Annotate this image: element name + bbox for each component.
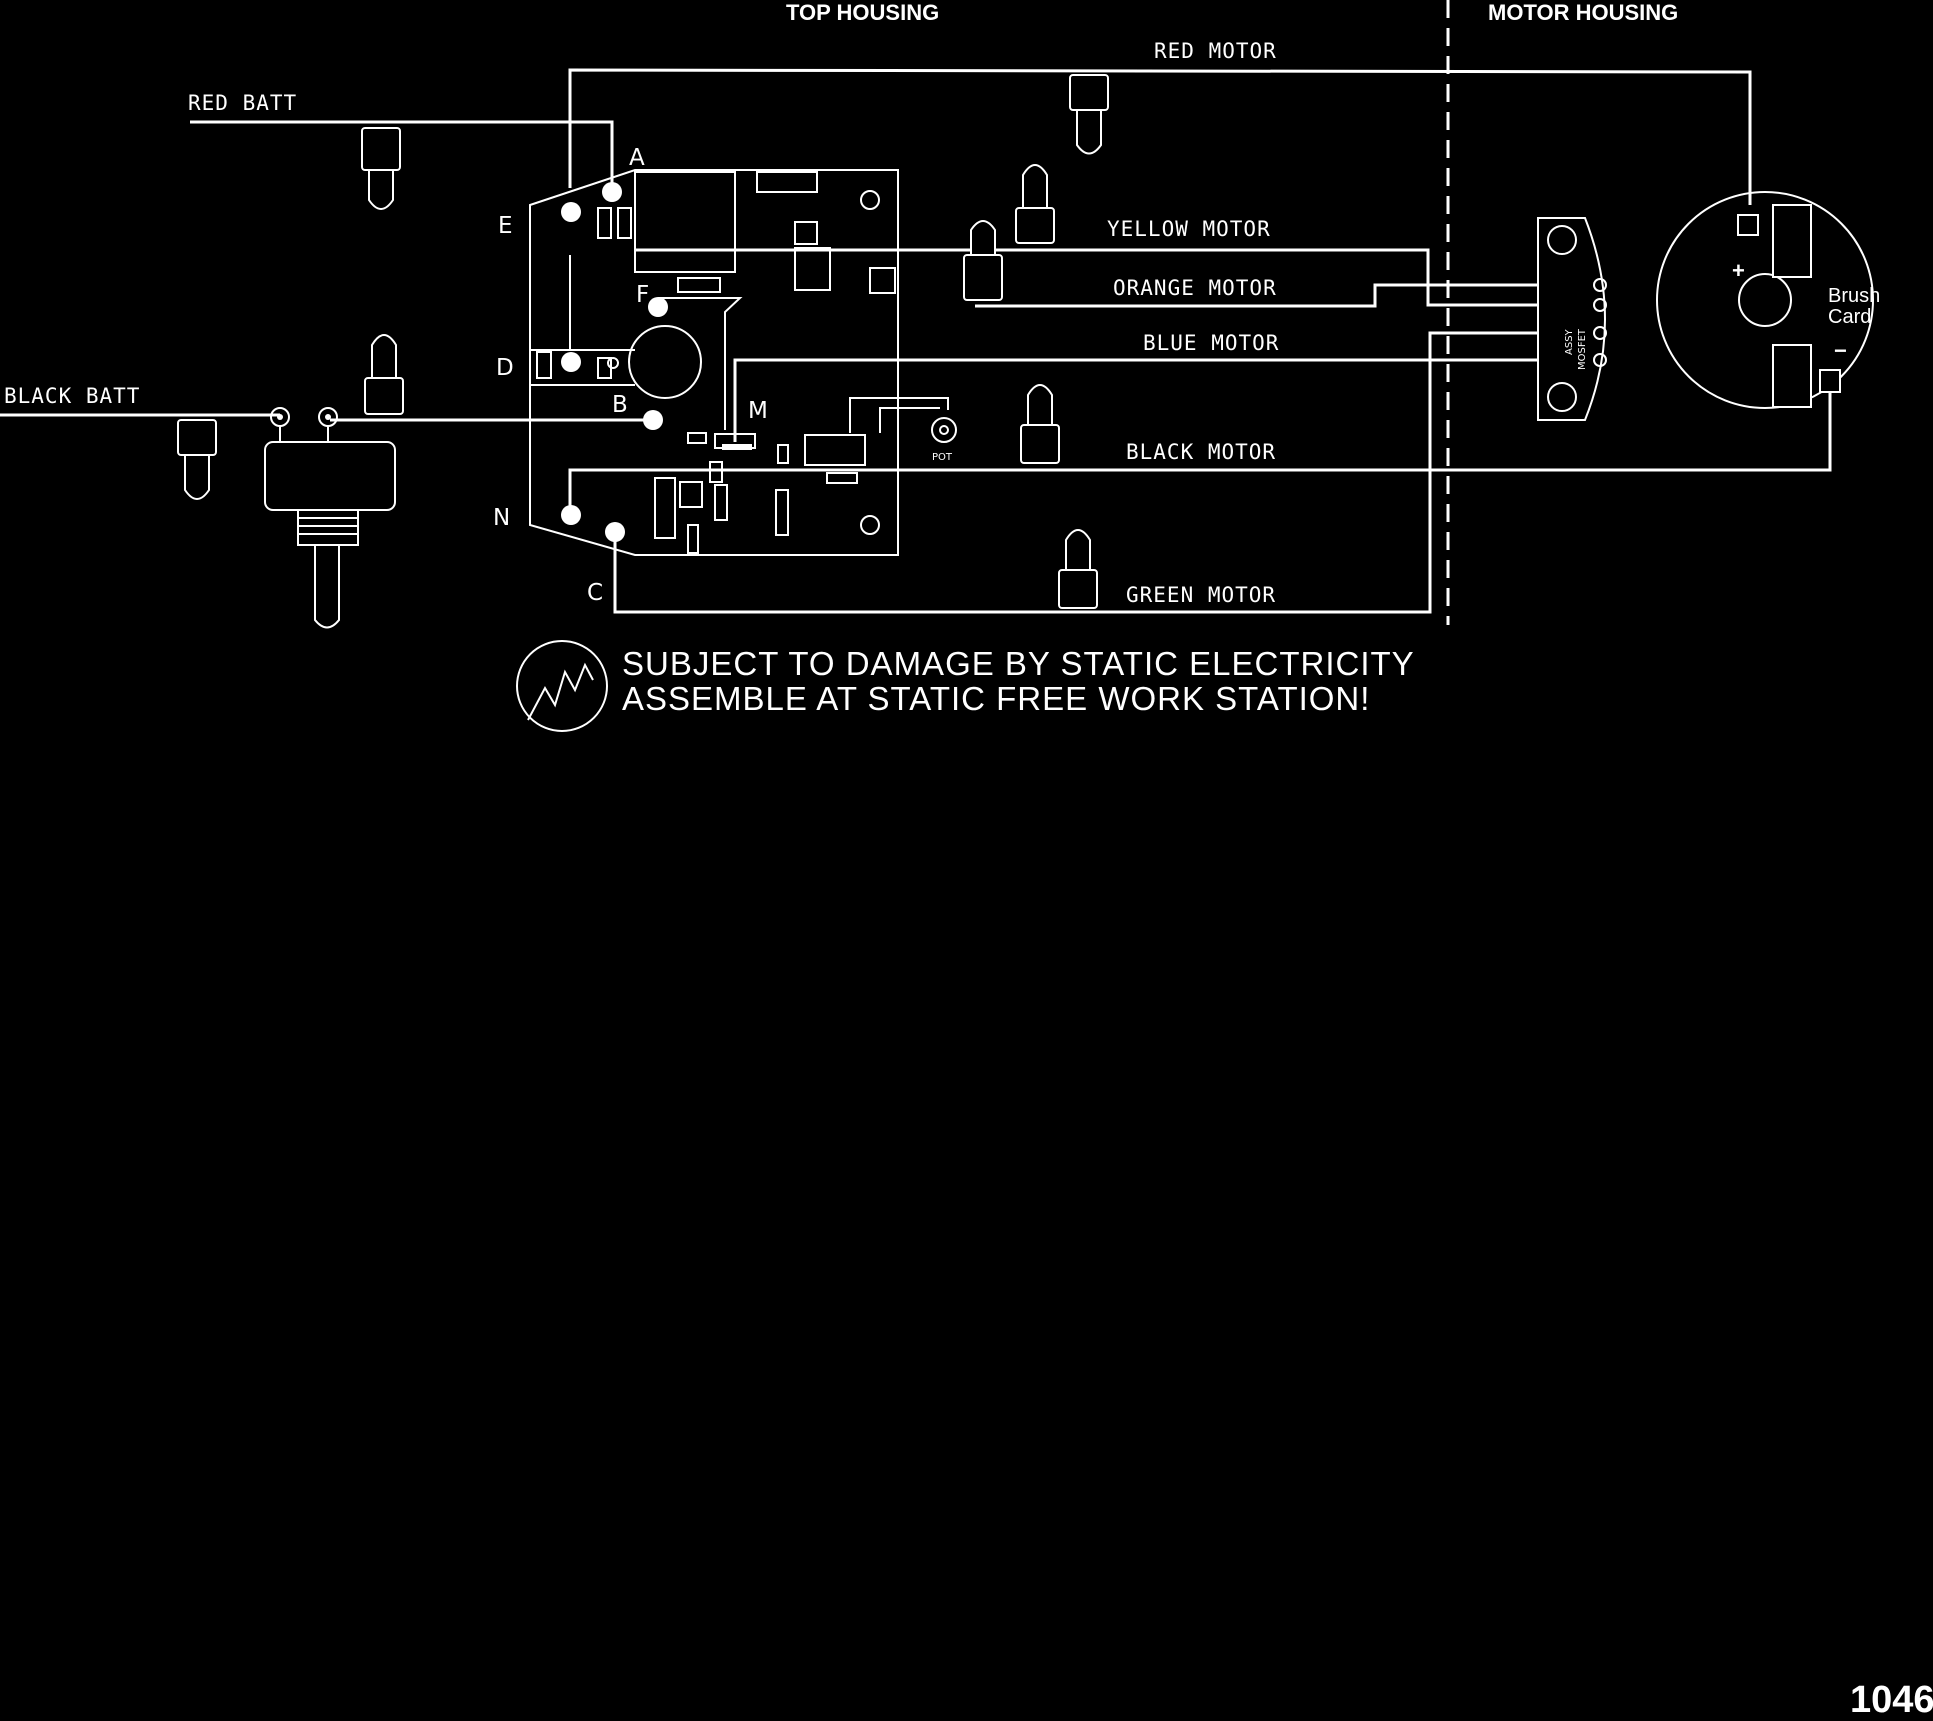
terminal-a-dot <box>602 182 622 202</box>
brush-card-label-1: Brush <box>1828 285 1880 307</box>
page-number: 1046 <box>1850 1679 1933 1721</box>
wire-red-motor <box>568 68 1752 205</box>
connector-orange-motor <box>963 220 1003 301</box>
mosfet-label-2: ASSY <box>1564 328 1575 355</box>
static-warning-icon <box>516 640 608 732</box>
connector-green-motor <box>1058 529 1098 609</box>
brush-minus-sign: − <box>1834 338 1847 363</box>
connector-black-batt <box>177 419 217 500</box>
warning-line-1: SUBJECT TO DAMAGE BY STATIC ELECTRICITY <box>622 645 1415 682</box>
terminal-b-dot <box>643 410 663 430</box>
connector-red-batt <box>361 127 401 210</box>
terminal-f-dot <box>648 297 668 317</box>
orange-motor-label: ORANGE MOTOR <box>1113 276 1277 300</box>
warning-line-2: ASSEMBLE AT STATIC FREE WORK STATION! <box>622 680 1370 717</box>
control-board <box>529 169 949 556</box>
toggle-switch <box>264 407 396 629</box>
terminal-d-dot <box>561 352 581 372</box>
wire-yellow-motor <box>635 248 1600 307</box>
pot-label: POT <box>932 452 953 463</box>
terminal-c-dot <box>605 522 625 542</box>
connector-yellow-motor <box>1015 164 1055 244</box>
connector-black-motor <box>1020 384 1060 464</box>
green-motor-label: GREEN MOTOR <box>1126 583 1276 607</box>
terminal-e-dot <box>561 202 581 222</box>
top-housing-header: TOP HOUSING <box>786 0 939 25</box>
wire-blue-motor <box>733 358 1600 442</box>
yellow-motor-label: YELLOW MOTOR <box>1107 217 1271 241</box>
motor-housing-header: MOTOR HOUSING <box>1488 0 1678 25</box>
black-batt-label: BLACK BATT <box>4 384 140 408</box>
brush-card: + − <box>1656 191 1874 409</box>
blue-motor-label: BLUE MOTOR <box>1143 331 1279 355</box>
red-batt-label: RED BATT <box>188 91 297 115</box>
terminal-m-label: M <box>748 398 768 424</box>
terminal-f-label: F <box>636 282 649 308</box>
brush-plus-sign: + <box>1732 258 1745 283</box>
terminal-e-label: E <box>498 213 513 239</box>
terminal-n-label: N <box>493 505 510 531</box>
mosfet-assembly: MOSFET ASSY <box>1537 217 1607 421</box>
terminal-a-label: A <box>629 145 645 171</box>
terminal-c-label: C <box>587 580 603 606</box>
black-motor-label: BLACK MOTOR <box>1126 440 1276 464</box>
wire-green-motor <box>613 331 1600 614</box>
connector-red-motor <box>1069 74 1109 155</box>
wire-black-motor <box>568 385 1832 510</box>
wire-red-batt <box>190 120 614 190</box>
wire-orange-motor <box>975 283 1600 308</box>
mosfet-label-1: MOSFET <box>1577 328 1588 370</box>
red-motor-label: RED MOTOR <box>1154 39 1277 63</box>
connector-switch-lead <box>364 334 404 415</box>
wire-black-batt <box>0 413 648 422</box>
brush-card-label-2: Card <box>1828 306 1871 328</box>
terminal-n-dot <box>561 505 581 525</box>
terminal-d-label: D <box>496 355 514 381</box>
potentiometer <box>931 417 957 443</box>
terminal-b-label: B <box>612 392 628 418</box>
lead-f-m <box>658 297 743 430</box>
